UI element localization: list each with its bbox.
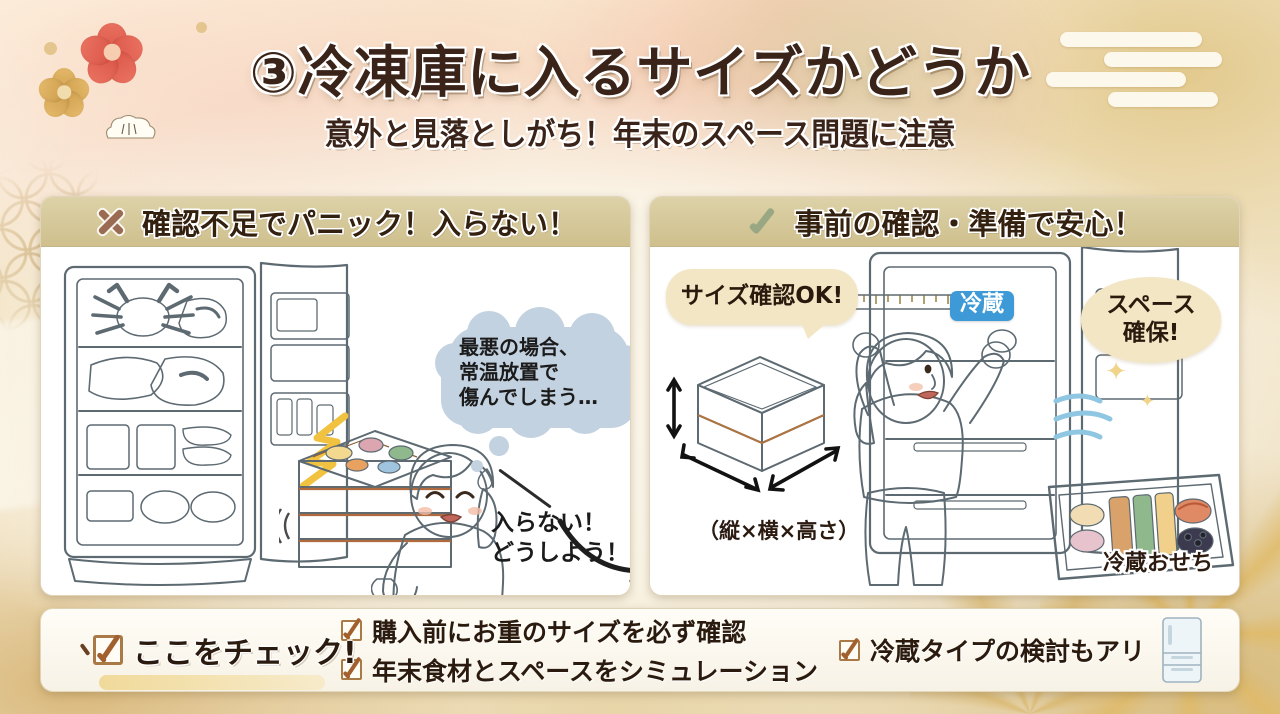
fridge-type-badge: 冷蔵 [950,291,1015,321]
thought-bubble: 最悪の場合、 常温放置で 傷んでしまう… [435,307,630,473]
bubble-tail-icon [800,320,830,339]
thought-line-2: 常温放置で [459,359,559,384]
comparison-panels: 確認不足でパニック！入らない！ [40,196,1240,596]
checkbox-checked-icon [839,639,860,661]
check-item-label: 年末食材とスペースをシミュレーション [372,656,819,686]
sparkle-icon: ✦ [1105,357,1127,387]
page-title: ③冷凍庫に入るサイズかどうか [249,41,1031,106]
space-secured-line-1: スペース [1106,292,1196,319]
plum-blossom-red-icon [77,20,147,89]
check-items-column: 購入前にお重のサイズを必ず確認 年末食材とスペースをシミュレーション [341,613,839,688]
chilled-osechi-tray-illustration [1047,473,1235,581]
space-secured-bubble: スペース 確保! [1081,277,1221,363]
size-ok-text: サイズ確認OK! [680,283,844,310]
panel-bad-case-header: 確認不足でパニック！入らない！ [41,197,630,247]
checkbox-checked-icon [93,635,123,665]
transition-arrow-icon [557,518,630,583]
panel-bad-case-body: 最悪の場合、 常温放置で 傷んでしまう… 入らない！ どうしよう！ [41,247,630,595]
thought-line-1: 最悪の場合、 [459,335,579,359]
woman-measuring-illustration [852,329,1017,586]
check-summary-bar: ここをチェック! 購入前にお重のサイズを必ず確認 年末食材とスペースをシミュレー… [40,608,1240,692]
check-item-label: 購入前にお重のサイズを必ず確認 [372,617,747,647]
decor-dot [44,42,57,55]
panel-good-case-heading: 事前の確認・準備で安心！ [794,206,1143,241]
page-subtitle: 意外と見落としがち！年末のスペース問題に注意 [324,117,956,154]
refrigerator-icon [1162,617,1202,683]
panel-bad-case-heading: 確認不足でパニック！入らない！ [141,206,577,241]
panel-bad-case: 確認不足でパニック！入らない！ [40,196,631,596]
cry-line-1: 入らない！ [491,510,606,536]
panel-good-case-header: 事前の確認・準備で安心！ [650,197,1239,247]
jubako-dimensions-illustration [666,356,841,493]
title-block: ③冷凍庫に入るサイズかどうか 意外と見落としがち！年末のスペース問題に注意 [0,44,1280,154]
kasumi-mist-pattern-icon [1042,26,1222,112]
panel-good-case: 事前の確認・準備で安心！ [649,196,1240,596]
check-mark-icon [746,205,780,239]
dimension-label: （縦×横×高さ） [698,519,860,543]
x-mark-icon [94,205,128,239]
size-ok-bubble: サイズ確認OK! [666,269,858,339]
check-item: 冷蔵タイプの検討もアリ [839,632,1145,668]
overstuffed-freezer-illustration [63,261,350,586]
thought-line-3: 傷んでしまう… [459,384,598,409]
osechi-label: 冷蔵おせち [1102,551,1213,576]
cloud-motif-icon [105,114,156,139]
checkbox-checked-icon [341,620,362,641]
sparkle-icon: ✦ [1139,391,1155,412]
plum-blossom-gold-icon [35,66,93,123]
check-item-right-group: 冷蔵タイプの検討もアリ [839,615,1239,685]
check-heading-group: ここをチェック! [41,628,357,690]
check-heading: ここをチェック! [133,636,357,671]
check-item: 年末食材とスペースをシミュレーション [341,652,839,688]
checkbox-checked-icon [341,659,362,680]
highlight-underline [99,675,325,690]
space-secured-line-2: 確保! [1122,320,1180,346]
osechi-box-illustration [279,430,452,568]
decor-dot [196,22,207,33]
check-item: 購入前にお重のサイズを必ず確認 [341,613,839,649]
check-item-label: 冷蔵タイプの検討もアリ [870,637,1146,666]
worried-person-illustration [371,444,505,595]
panel-good-case-body: （縦×横×高さ） 冷蔵 [650,247,1239,595]
